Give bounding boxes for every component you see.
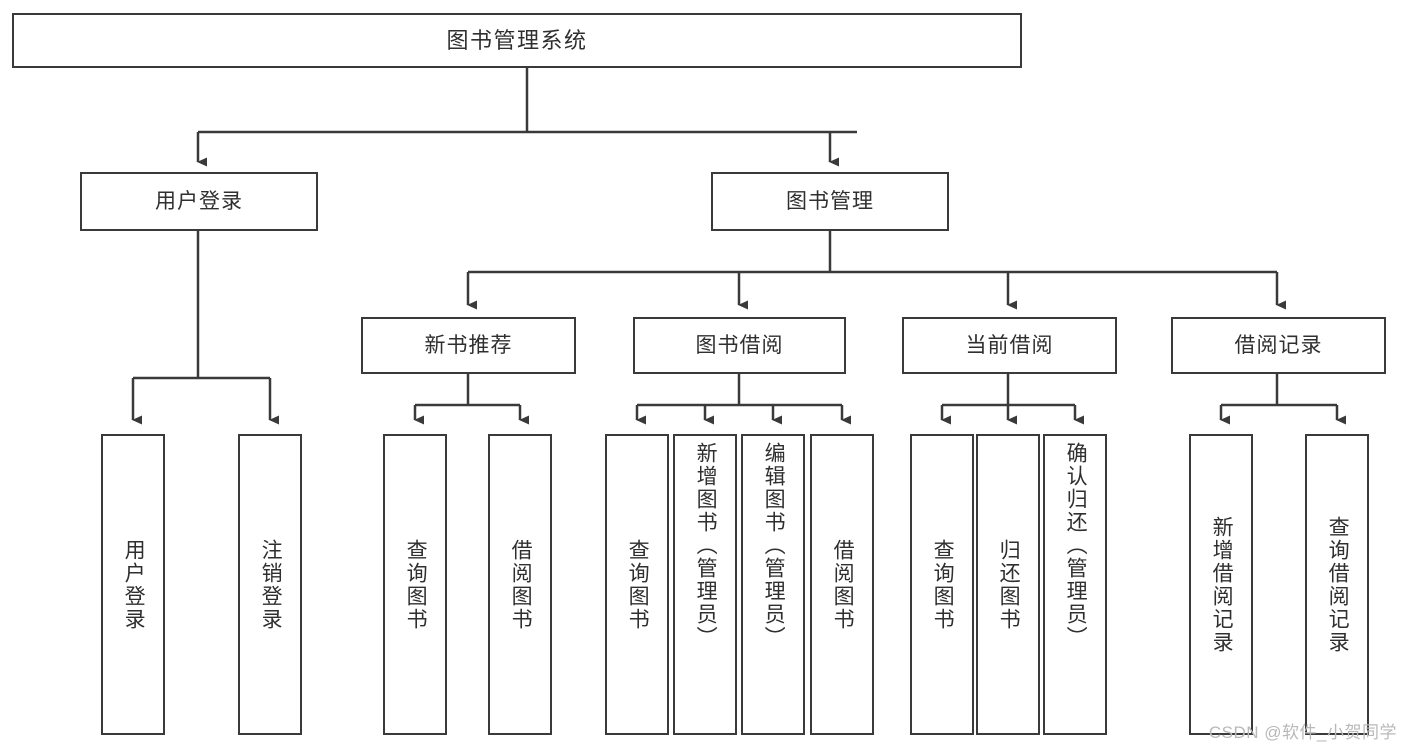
node-book-borrow[interactable]: 图书借阅 [633,317,846,374]
leaf-borrow-book-1-label: 借阅图书 [509,538,533,631]
leaf-query-book-2-label: 查询图书 [626,538,650,631]
leaf-confirm-return-label: 确认归还（管理员） [1064,442,1088,649]
node-user-login-label: 用户登录 [155,190,243,213]
leaf-borrow-book-2[interactable]: 借阅图书 [810,434,874,735]
leaf-add-book-label: 新增图书（管理员） [694,442,718,649]
node-root-label: 图书管理系统 [446,27,588,53]
leaf-logout-label: 注销登录 [259,538,283,631]
leaf-borrow-book-2-label: 借阅图书 [831,538,855,631]
node-borrow-record[interactable]: 借阅记录 [1171,317,1386,374]
leaf-query-book-1-label: 查询图书 [404,538,428,631]
leaf-add-record-label: 新增借阅记录 [1210,515,1234,654]
leaf-query-record[interactable]: 查询借阅记录 [1305,434,1369,735]
leaf-add-record[interactable]: 新增借阅记录 [1189,434,1253,735]
leaf-edit-book-label: 编辑图书（管理员） [762,442,786,649]
node-book-borrow-label: 图书借阅 [695,334,784,357]
leaf-borrow-book-1[interactable]: 借阅图书 [488,434,552,735]
leaf-return-book-label: 归还图书 [997,538,1021,631]
node-borrow-record-label: 借阅记录 [1234,334,1323,357]
leaf-return-book[interactable]: 归还图书 [976,434,1040,735]
node-new-book-rec-label: 新书推荐 [424,334,513,357]
leaf-confirm-return[interactable]: 确认归还（管理员） [1043,434,1107,735]
node-root[interactable]: 图书管理系统 [12,13,1022,68]
leaf-edit-book[interactable]: 编辑图书（管理员） [741,434,805,735]
leaf-query-book-3[interactable]: 查询图书 [910,434,974,735]
leaf-query-book-2[interactable]: 查询图书 [605,434,669,735]
node-book-manage[interactable]: 图书管理 [711,172,949,231]
leaf-add-book[interactable]: 新增图书（管理员） [673,434,737,735]
node-book-manage-label: 图书管理 [786,190,874,213]
leaf-user-login-label: 用户登录 [122,538,146,631]
node-current-borrow-label: 当前借阅 [965,334,1054,357]
leaf-user-login[interactable]: 用户登录 [101,434,165,735]
node-new-book-rec[interactable]: 新书推荐 [361,317,576,374]
leaf-query-record-label: 查询借阅记录 [1326,515,1350,654]
watermark: CSDN @软件_小贺同学 [1208,723,1397,742]
leaf-query-book-3-label: 查询图书 [931,538,955,631]
node-user-login[interactable]: 用户登录 [80,172,318,231]
node-current-borrow[interactable]: 当前借阅 [902,317,1117,374]
leaf-query-book-1[interactable]: 查询图书 [383,434,447,735]
leaf-logout[interactable]: 注销登录 [238,434,302,735]
